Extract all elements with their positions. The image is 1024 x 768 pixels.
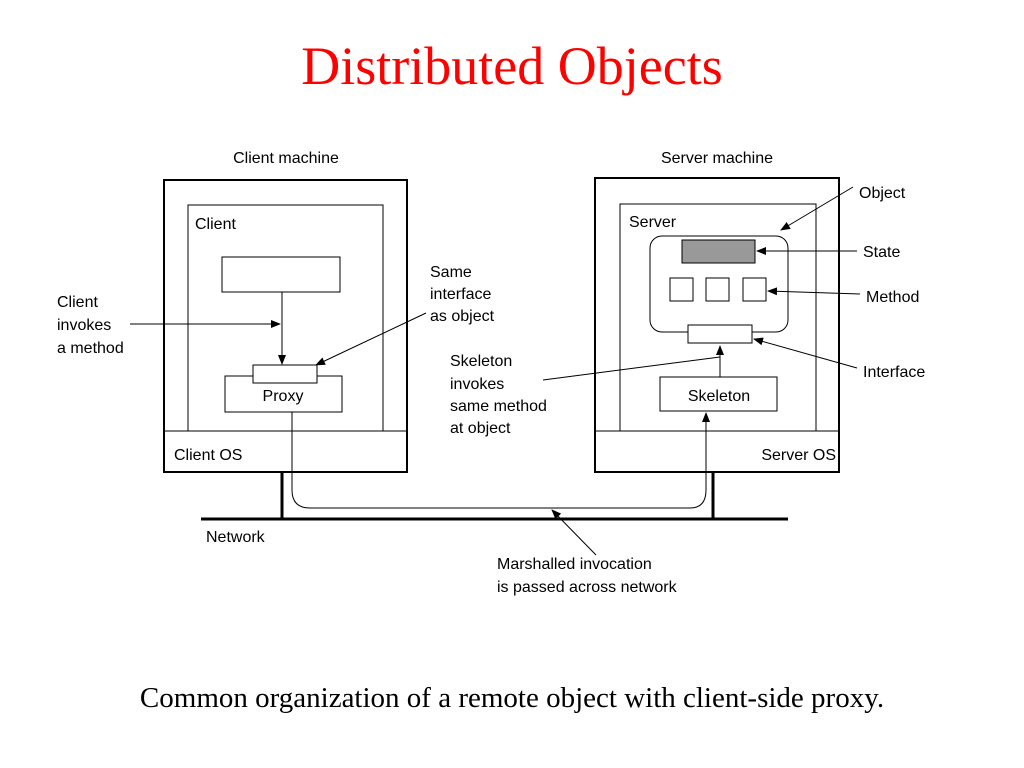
- slide-title: Distributed Objects: [301, 36, 723, 96]
- server-label: Server: [629, 214, 677, 231]
- same-interface-arrow: [315, 312, 427, 366]
- marshalled-invocation-path: [291, 412, 710, 509]
- marshalled-line-1: Marshalled invocation: [497, 556, 652, 573]
- client-invokes-line-1: Client: [57, 294, 98, 311]
- method-box-1: [669, 277, 694, 302]
- server-machine-box: [594, 177, 840, 473]
- skeleton-box: [659, 376, 778, 412]
- server-machine-label: Server machine: [661, 150, 773, 167]
- method-box-3: [742, 277, 767, 302]
- slide-caption: Common organization of a remote object w…: [139, 682, 885, 714]
- object-arrow: [780, 186, 854, 231]
- client-code-box: [221, 256, 341, 293]
- skeleton-invokes-line-2: invokes: [450, 376, 504, 393]
- server-process-box: [619, 203, 817, 432]
- server-os-label: Server OS: [761, 447, 836, 464]
- client-invokes-line-2: invokes: [57, 317, 111, 334]
- network-label: Network: [206, 529, 266, 546]
- interface-arrow: [753, 337, 858, 369]
- same-interface-line-1: Same: [430, 264, 472, 281]
- client-machine-box: [163, 179, 408, 473]
- object-label: Object: [859, 185, 906, 202]
- method-label: Method: [866, 289, 919, 306]
- marshalled-line-2: is passed across network: [497, 579, 678, 596]
- client-process-box: [187, 204, 384, 432]
- marshalled-pointer-arrow: [551, 509, 597, 556]
- skeleton-invokes-line: [542, 356, 721, 381]
- skeleton-label: Skeleton: [688, 388, 750, 405]
- interface-label: Interface: [863, 364, 925, 381]
- proxy-interface-box: [252, 364, 318, 384]
- object-interface-box: [687, 324, 753, 344]
- skeleton-invokes-line-3: same method: [450, 398, 547, 415]
- proxy-label: Proxy: [263, 388, 304, 405]
- skeleton-invokes-line-1: Skeleton: [450, 353, 512, 370]
- method-arrow: [767, 287, 861, 296]
- skeleton-invokes-line-4: at object: [450, 420, 511, 437]
- client-machine-label: Client machine: [233, 150, 339, 167]
- same-interface-line-3: as object: [430, 308, 495, 325]
- state-box: [681, 239, 756, 264]
- client-label: Client: [195, 216, 236, 233]
- method-box-2: [705, 277, 730, 302]
- client-os-label: Client OS: [174, 447, 242, 464]
- state-label: State: [863, 244, 900, 261]
- client-invokes-line-3: a method: [57, 340, 124, 357]
- same-interface-line-2: interface: [430, 286, 491, 303]
